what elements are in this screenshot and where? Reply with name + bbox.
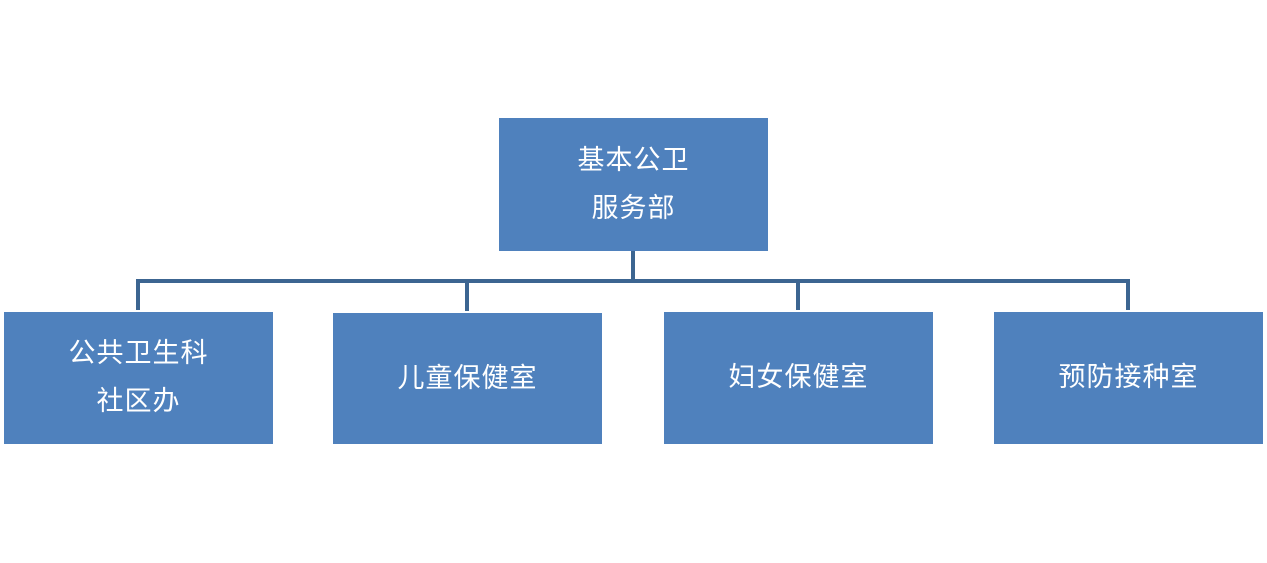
- node-label-line: 社区办: [96, 386, 181, 417]
- node-label-line: 儿童保健室: [397, 362, 538, 394]
- org-node-vaccination: 预防接种室: [994, 312, 1263, 444]
- node-label-line: 公共卫生科: [68, 338, 209, 369]
- org-node-public-health: 公共卫生科 社区办: [4, 312, 273, 444]
- node-label-line: 服务部: [591, 192, 676, 224]
- node-label-line: 基本公卫: [577, 144, 690, 176]
- org-node-child-health: 儿童保健室: [333, 313, 602, 444]
- node-label-line: 预防接种室: [1058, 362, 1199, 393]
- org-node-root: 基本公卫 服务部: [499, 118, 768, 251]
- node-label-line: 妇女保健室: [728, 362, 869, 393]
- org-node-women-health: 妇女保健室: [664, 312, 933, 444]
